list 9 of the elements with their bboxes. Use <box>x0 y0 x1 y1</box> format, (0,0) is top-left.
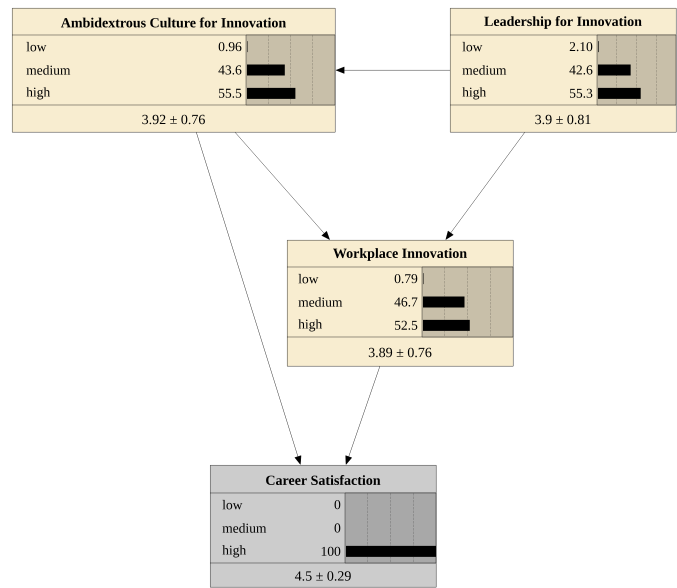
arrow <box>336 66 450 74</box>
arrow <box>234 132 330 240</box>
node-box: Ambidextrous Culture for Innovation low 0.96 medium 43.6 high 55.5 3.92 ± 0.76 <box>12 8 336 132</box>
arrow <box>345 366 380 465</box>
arrow <box>196 132 302 465</box>
arrow <box>446 132 525 240</box>
node-box: Career Satisfaction low 0 medium 0 high 100 4.5 ± 0.29 <box>210 465 436 588</box>
node-box: Leadership for Innovation low 2.10 medium 42.6 high 55.3 3.9 ± 0.81 <box>450 8 676 132</box>
node-box: Workplace Innovation low 0.79 medium 46.7 high 52.5 3.89 ± 0.76 <box>286 240 514 366</box>
